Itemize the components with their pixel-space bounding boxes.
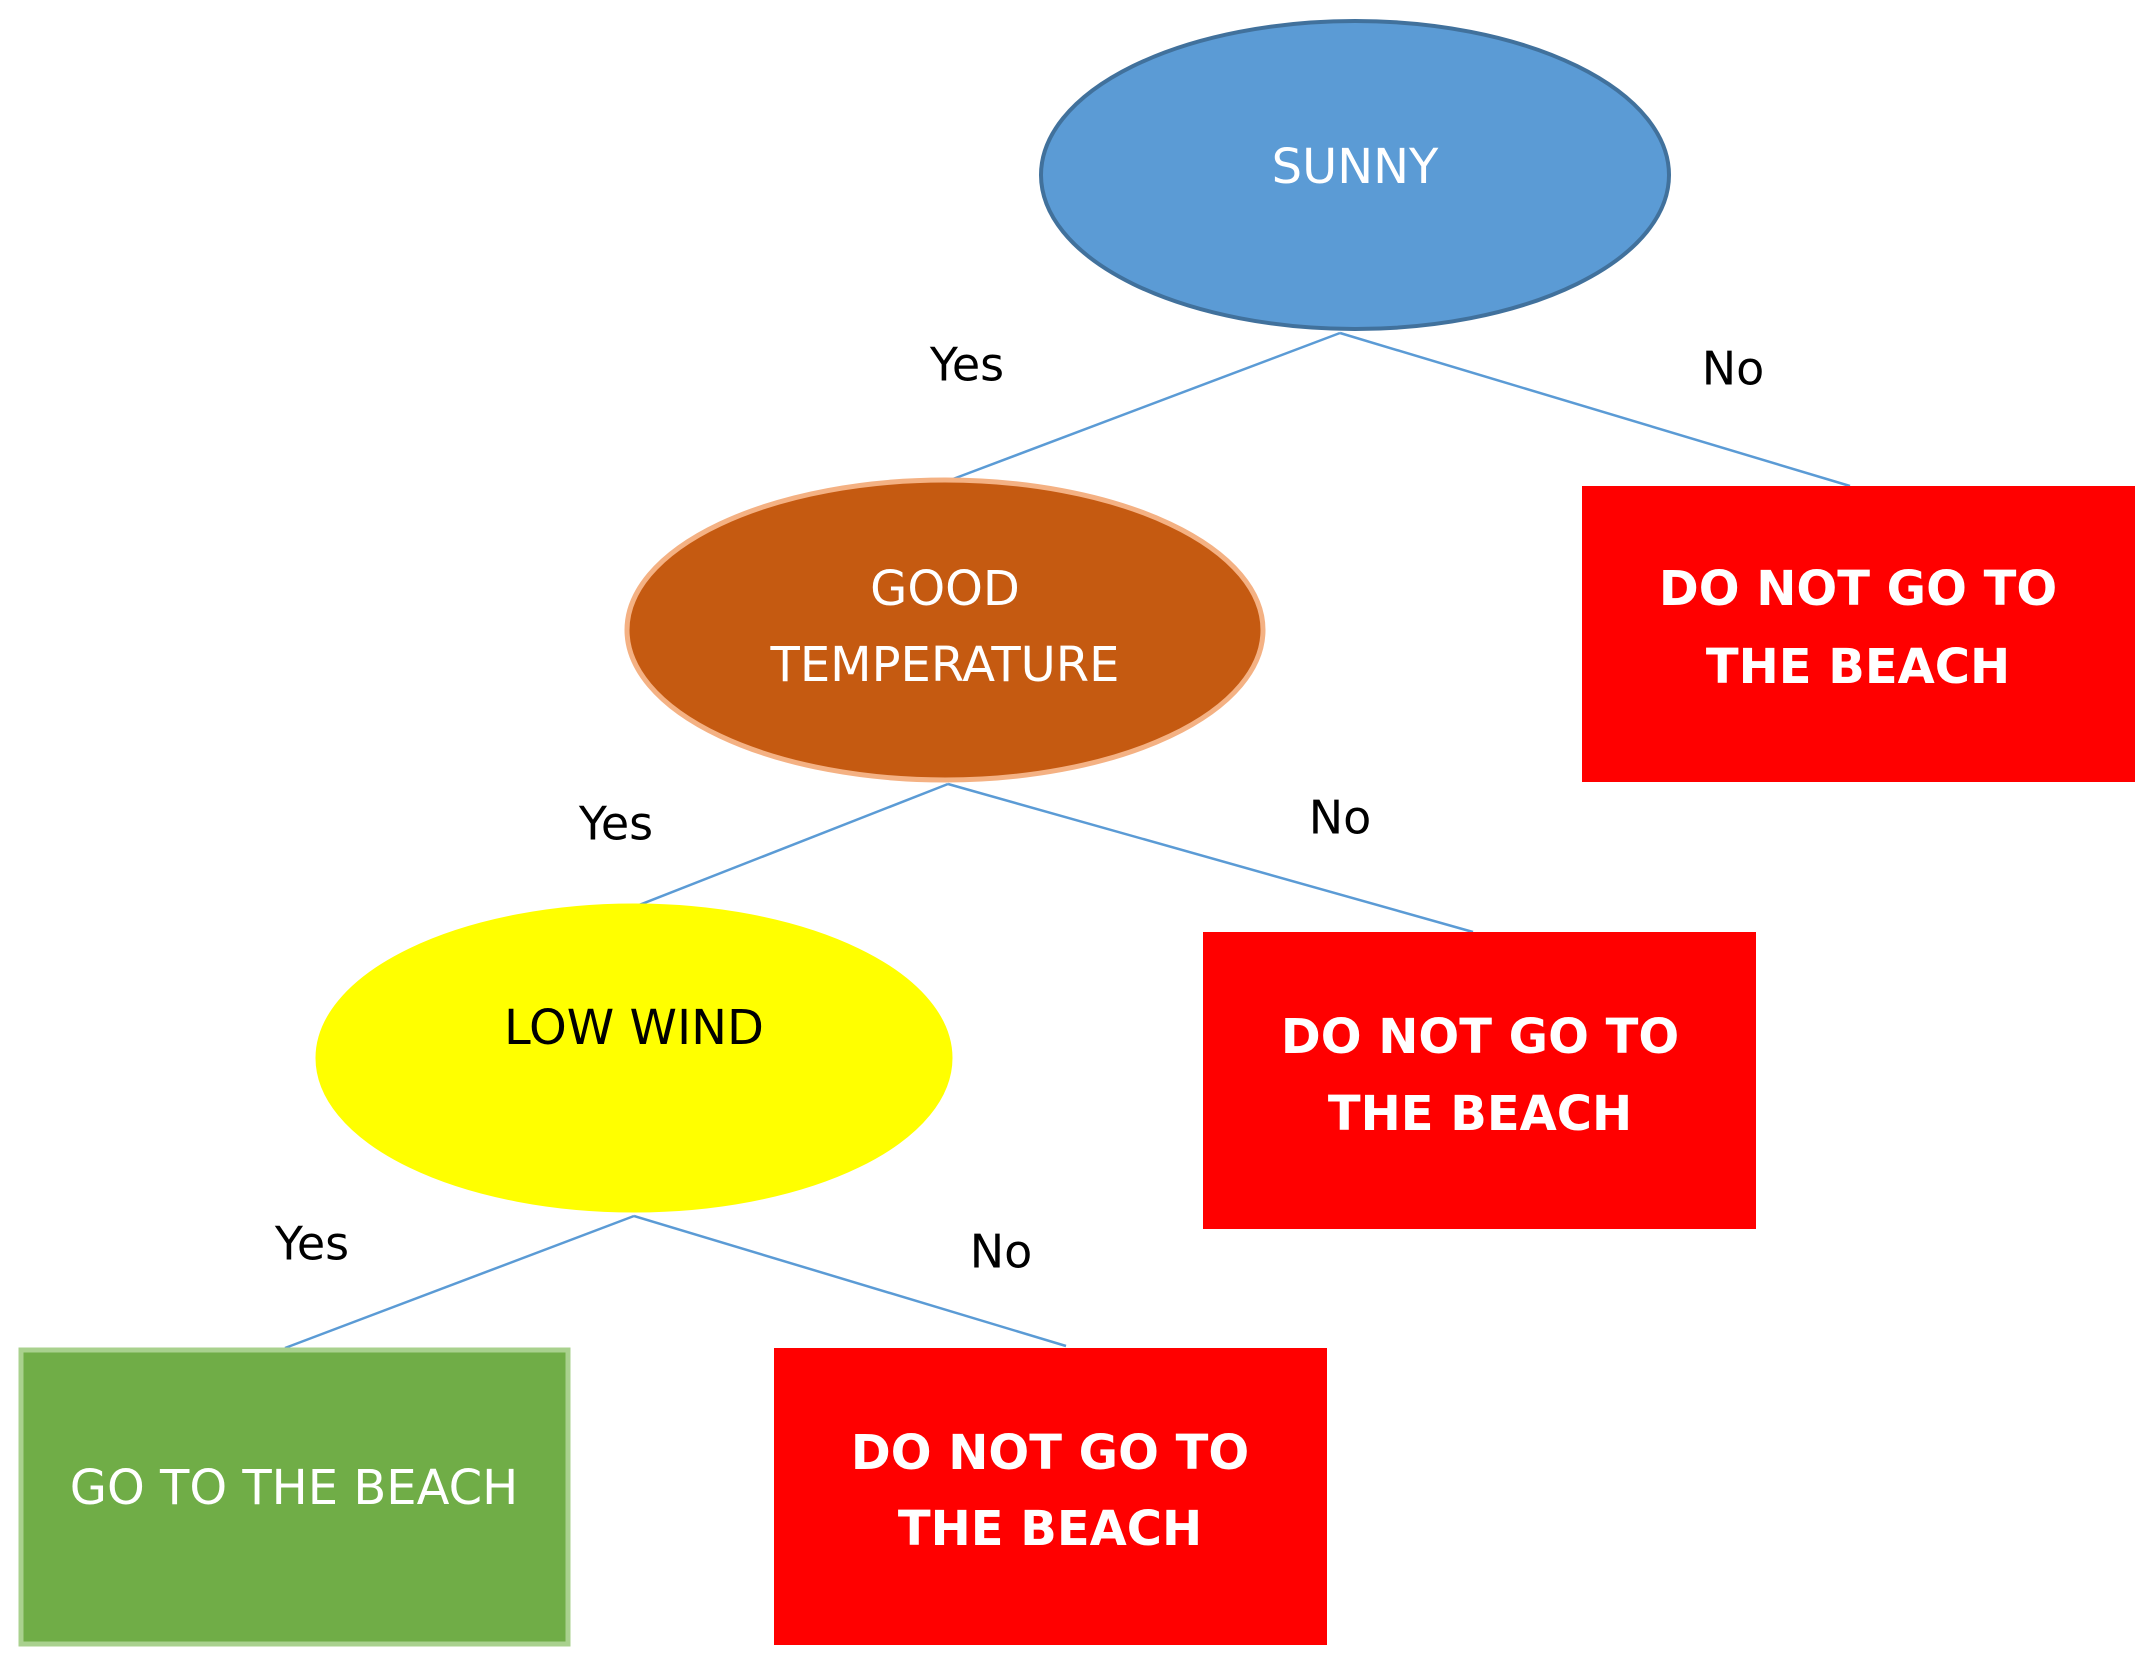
edge-label-sunny-yes: Yes: [929, 338, 1004, 392]
no-beach-1-label-line2: THE BEACH: [1706, 639, 2010, 695]
node-no-beach-2: DO NOT GO TO THE BEACH: [1203, 932, 1756, 1229]
sunny-ellipse: [1039, 19, 1671, 331]
edge-wind-yes: [284, 1214, 635, 1350]
no-beach-3-label-line1: DO NOT GO TO: [851, 1425, 1249, 1481]
no-beach-2-label-line1: DO NOT GO TO: [1281, 1009, 1679, 1065]
low-wind-label: LOW WIND: [504, 1000, 764, 1056]
no-beach-1-label-line1: DO NOT GO TO: [1659, 561, 2057, 617]
edge-sunny-yes: [952, 331, 1341, 481]
good-temperature-label-line2: TEMPERATURE: [770, 637, 1120, 693]
edge-temp-no: [947, 782, 1474, 934]
edges: [284, 331, 1851, 1350]
edge-label-wind-yes: Yes: [274, 1217, 349, 1271]
edge-label-sunny-no: No: [1702, 342, 1765, 396]
good-temperature-ellipse: [624, 477, 1266, 783]
no-beach-3-label-line2: THE BEACH: [898, 1501, 1202, 1557]
low-wind-ellipse: [315, 903, 953, 1213]
node-low-wind: LOW WIND: [315, 903, 953, 1213]
node-go-beach: GO TO THE BEACH: [18, 1347, 571, 1647]
edge-labels: Yes No Yes No Yes No: [274, 338, 1764, 1279]
good-temperature-label-line1: GOOD: [870, 561, 1020, 617]
edge-label-temp-no: No: [1309, 791, 1372, 845]
edge-label-wind-no: No: [970, 1225, 1033, 1279]
go-beach-box: [18, 1347, 571, 1647]
no-beach-1-box: [1582, 486, 2135, 782]
edge-temp-yes: [633, 782, 949, 909]
node-no-beach-1: DO NOT GO TO THE BEACH: [1582, 486, 2135, 782]
no-beach-3-box: [774, 1348, 1327, 1645]
sunny-label: SUNNY: [1272, 139, 1439, 195]
edge-wind-no: [633, 1214, 1067, 1348]
node-sunny: SUNNY: [1039, 19, 1671, 331]
node-good-temperature: GOOD TEMPERATURE: [624, 477, 1266, 783]
no-beach-2-label-line2: THE BEACH: [1328, 1086, 1632, 1142]
go-beach-label: GO TO THE BEACH: [70, 1460, 518, 1516]
edge-label-temp-yes: Yes: [578, 797, 653, 851]
no-beach-2-box: [1203, 932, 1756, 1229]
edge-sunny-no: [1339, 331, 1851, 488]
node-no-beach-3: DO NOT GO TO THE BEACH: [774, 1348, 1327, 1645]
